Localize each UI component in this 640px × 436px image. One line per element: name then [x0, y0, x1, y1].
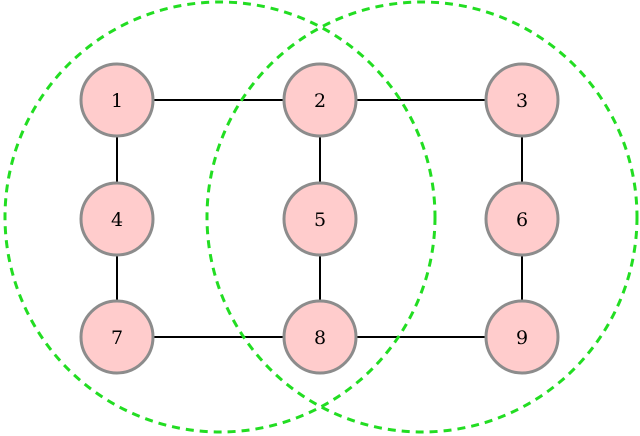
node-4: 4 — [79, 181, 155, 257]
group-circle-right — [205, 0, 639, 434]
node-5: 5 — [282, 181, 358, 257]
node-9: 9 — [484, 299, 560, 375]
node-label: 5 — [314, 209, 326, 231]
node-label: 8 — [314, 327, 326, 349]
node-label: 1 — [111, 90, 123, 112]
node-2: 2 — [282, 62, 358, 138]
node-1: 1 — [79, 62, 155, 138]
node-8: 8 — [282, 299, 358, 375]
node-circle — [282, 299, 358, 375]
node-label: 4 — [111, 209, 123, 231]
node-6: 6 — [484, 181, 560, 257]
node-circle — [484, 299, 560, 375]
node-circle — [79, 299, 155, 375]
groups-layer — [3, 0, 639, 434]
node-circle — [484, 62, 560, 138]
node-label: 2 — [314, 90, 326, 112]
node-label: 3 — [516, 90, 528, 112]
node-label: 9 — [516, 327, 528, 349]
node-circle — [79, 181, 155, 257]
node-7: 7 — [79, 299, 155, 375]
nodes-layer: 1 2 3 4 5 6 7 8 9 — [79, 62, 560, 375]
node-label: 6 — [516, 209, 528, 231]
node-circle — [484, 181, 560, 257]
node-circle — [79, 62, 155, 138]
node-label: 7 — [111, 327, 123, 349]
group-circle-left — [3, 0, 437, 434]
node-circle — [282, 62, 358, 138]
node-circle — [282, 181, 358, 257]
node-3: 3 — [484, 62, 560, 138]
